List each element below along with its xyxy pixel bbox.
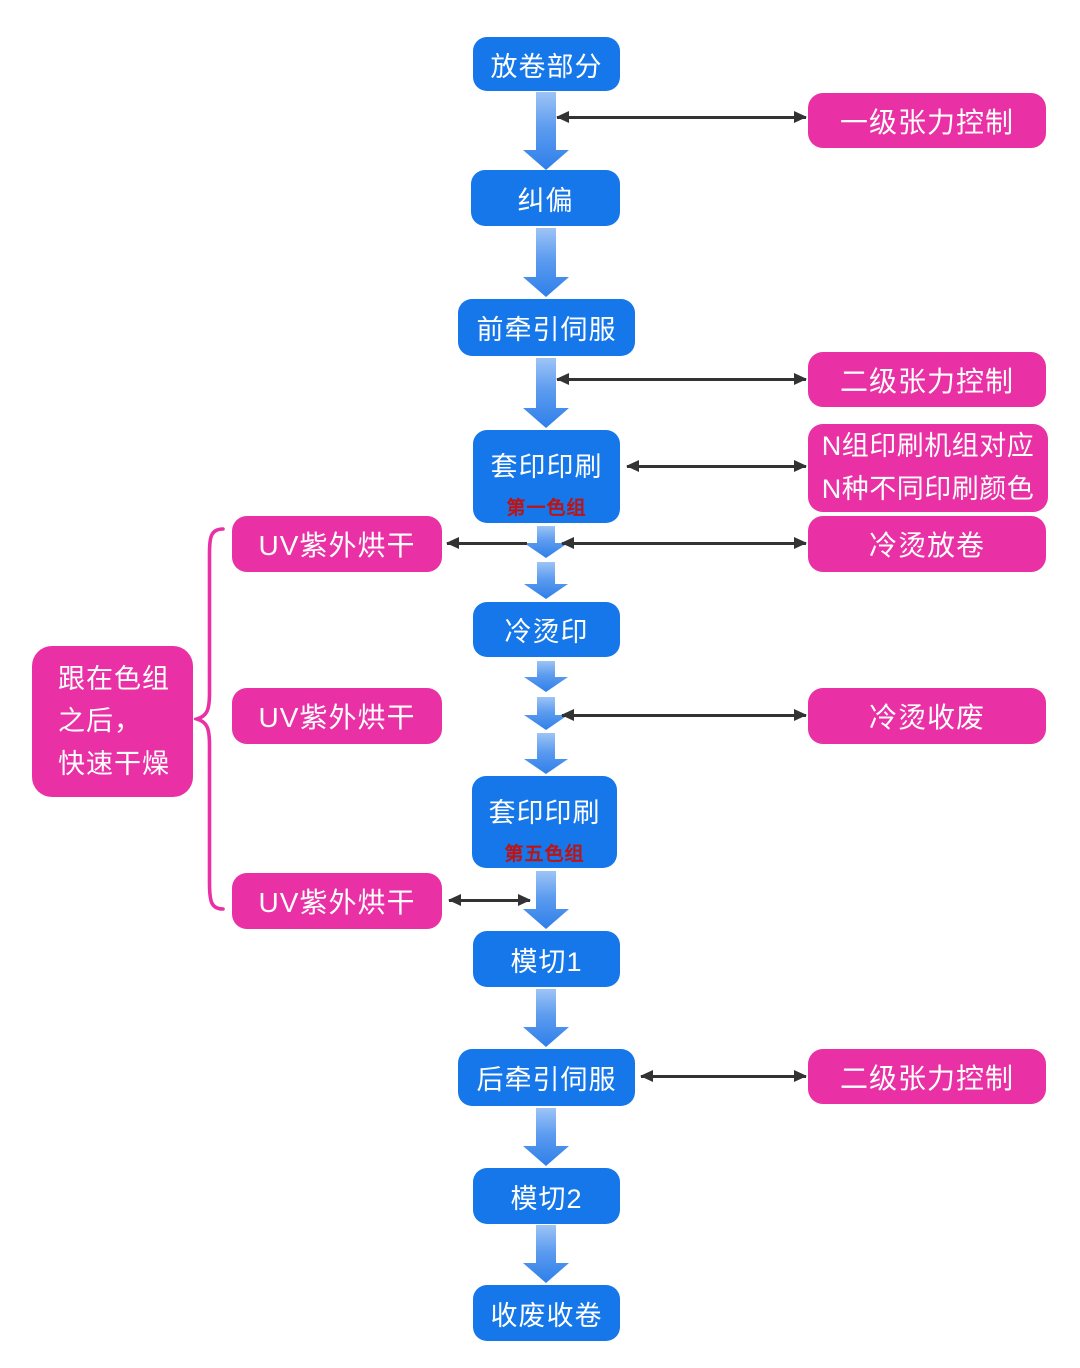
uv-note-line1: 跟在色组 — [58, 664, 170, 695]
link-uvdryer3-center — [448, 894, 531, 906]
node-overprint-press-first-sublabel: 第一色组 — [506, 498, 587, 519]
node-die-cut-1: 模切1 — [473, 931, 620, 987]
node-uv-note: 跟在色组 之后， 快速干燥 — [32, 646, 193, 797]
node-unwind-section: 放卷部分 — [473, 37, 620, 91]
node-cold-foil-waste-rewind: 冷烫收废 — [808, 688, 1046, 744]
flow-arrow-5a — [523, 661, 569, 692]
node-uv-dryer-1: UV紫外烘干 — [232, 516, 442, 572]
node-front-traction-servo: 前牵引伺服 — [458, 299, 635, 356]
flow-arrow-8 — [523, 1108, 569, 1166]
link-reartraction-tension2 — [640, 1070, 807, 1082]
node-tension-control-level2b: 二级张力控制 — [808, 1049, 1046, 1104]
link-center-coldfoilwaste — [561, 709, 807, 721]
node-print-units-note: N组印刷机组对应 N种不同印刷颜色 — [808, 424, 1048, 512]
uv-note-line2: 之后， — [58, 706, 142, 737]
flow-arrow-3 — [523, 358, 569, 428]
node-overprint-press-fifth-label: 套印印刷 — [488, 798, 601, 828]
node-tension-control-level1: 一级张力控制 — [808, 93, 1046, 148]
node-overprint-press-fifth-sublabel: 第五色组 — [504, 844, 585, 865]
uv-note-line3: 快速干燥 — [58, 748, 170, 779]
node-rear-traction-servo: 后牵引伺服 — [458, 1049, 635, 1106]
flow-arrow-1 — [523, 92, 569, 170]
link-fronttraction-tension2 — [556, 373, 807, 385]
node-waste-rewind: 收废收卷 — [473, 1285, 620, 1341]
node-cold-foil-print: 冷烫印 — [473, 602, 620, 657]
flow-arrow-5c — [523, 733, 569, 774]
flow-arrow-7 — [523, 989, 569, 1047]
node-uv-dryer-3: UV紫外烘干 — [232, 873, 442, 929]
flow-arrow-2 — [523, 228, 569, 297]
print-units-note-line2: N种不同印刷颜色 — [821, 474, 1035, 504]
node-uv-dryer-2: UV紫外烘干 — [232, 688, 442, 744]
node-web-guiding: 纠偏 — [471, 170, 620, 226]
node-overprint-press-first-label: 套印印刷 — [490, 452, 603, 482]
link-center-coldfoilunwind — [561, 537, 807, 549]
node-overprint-press-first: 套印印刷 第一色组 — [473, 430, 620, 523]
flow-arrow-9 — [523, 1225, 569, 1283]
node-tension-control-level2: 二级张力控制 — [808, 352, 1046, 407]
link-uvdryer1-center — [446, 537, 527, 549]
node-overprint-press-fifth: 套印印刷 第五色组 — [472, 776, 617, 868]
node-die-cut-2: 模切2 — [473, 1168, 620, 1224]
node-cold-foil-unwind: 冷烫放卷 — [808, 516, 1046, 572]
uv-group-brace — [194, 527, 225, 911]
flow-arrow-4b — [523, 562, 569, 599]
link-unwind-tension1 — [556, 111, 807, 123]
link-overprint1-printunits — [626, 460, 807, 472]
print-units-note-line1: N组印刷机组对应 — [821, 430, 1035, 461]
